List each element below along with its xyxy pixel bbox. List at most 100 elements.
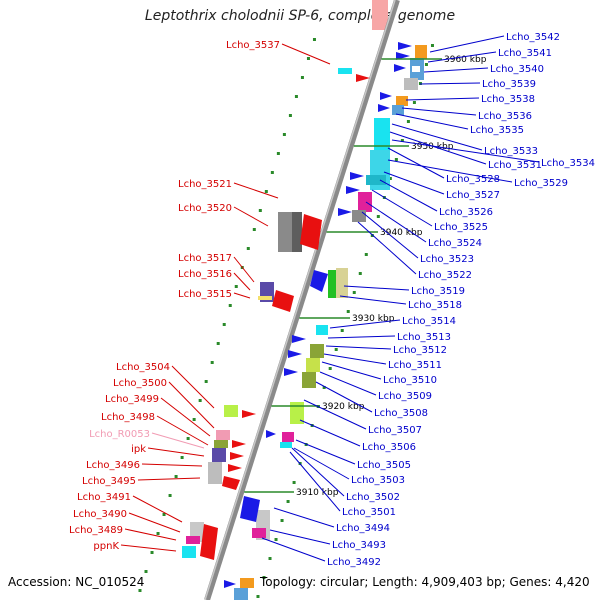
feature-arrow xyxy=(224,580,236,588)
gene-label[interactable]: Lcho_3531 xyxy=(488,160,542,171)
gene-label[interactable]: Lcho_3540 xyxy=(490,64,544,75)
gene-label[interactable]: ppnK xyxy=(93,541,119,552)
tick-dot xyxy=(256,595,260,598)
gene-label[interactable]: Lcho_3491 xyxy=(77,492,131,503)
gene-label[interactable]: Lcho_3516 xyxy=(178,269,232,280)
tick-dot xyxy=(258,209,262,212)
gene-label[interactable]: Lcho_3542 xyxy=(506,32,560,43)
label-leader xyxy=(291,447,345,497)
gene-label[interactable]: Lcho_3507 xyxy=(368,425,422,436)
tick-dot xyxy=(288,114,292,117)
gene-label[interactable]: Lcho_3523 xyxy=(420,254,474,265)
gene-label[interactable]: Lcho_3520 xyxy=(178,203,232,214)
gene-label[interactable]: Lcho_3522 xyxy=(418,270,472,281)
label-leader xyxy=(289,451,341,512)
tick-dot xyxy=(300,76,304,79)
label-leader xyxy=(329,319,401,329)
gene-label[interactable]: Lcho_3499 xyxy=(105,394,159,405)
gene-label[interactable]: Lcho_3513 xyxy=(397,332,451,343)
gene-label[interactable]: Lcho_3490 xyxy=(73,509,127,520)
gene-label[interactable]: Lcho_3506 xyxy=(362,442,416,453)
label-leader xyxy=(293,447,350,480)
gene-label[interactable]: Lcho_3541 xyxy=(498,48,552,59)
gene-label[interactable]: Lcho_3495 xyxy=(82,476,136,487)
topology-text: Topology: circular; Length: 4,909,403 bp… xyxy=(260,575,590,589)
label-leader xyxy=(261,537,326,562)
gene-label[interactable]: Lcho_3536 xyxy=(478,111,532,122)
gene-label[interactable]: Lcho_3511 xyxy=(388,360,442,371)
gene-label[interactable]: Lcho_3525 xyxy=(434,222,488,233)
label-leader xyxy=(391,123,483,151)
feature-arrow xyxy=(396,52,410,60)
gene-label[interactable]: Lcho_3500 xyxy=(113,378,167,389)
gene-label[interactable]: Lcho_3534 xyxy=(541,158,595,169)
label-leader xyxy=(429,35,505,53)
gene-label[interactable]: Lcho_3503 xyxy=(351,475,405,486)
gene-label[interactable]: Lcho_3494 xyxy=(336,523,390,534)
gene-label[interactable]: Lcho_3509 xyxy=(378,391,432,402)
gene-label[interactable]: Lcho_3514 xyxy=(402,316,456,327)
gene-label[interactable]: Lcho_3496 xyxy=(86,460,140,471)
gene-label[interactable]: Lcho_3533 xyxy=(484,146,538,157)
gene-label[interactable]: Lcho_3489 xyxy=(69,525,123,536)
label-leader xyxy=(343,285,410,291)
gene-label[interactable]: Lcho_3518 xyxy=(408,300,462,311)
genome-backbone xyxy=(204,0,400,600)
gene-label[interactable]: Lcho_3512 xyxy=(393,345,447,356)
feature-block xyxy=(412,66,420,72)
feature-arrow xyxy=(288,350,302,358)
gene-label[interactable]: Lcho_3519 xyxy=(411,286,465,297)
gene-label[interactable]: Lcho_3501 xyxy=(342,507,396,518)
gene-label[interactable]: Lcho_3524 xyxy=(428,238,482,249)
gene-label[interactable]: Lcho_3515 xyxy=(178,289,232,300)
label-leader xyxy=(391,139,540,163)
tick-dot xyxy=(234,285,238,288)
gene-label[interactable]: Lcho_3521 xyxy=(178,179,232,190)
gene-label[interactable]: Lcho_3493 xyxy=(332,540,386,551)
feature-block xyxy=(306,358,320,372)
gene-label[interactable]: Lcho_3517 xyxy=(178,253,232,264)
tick-dot xyxy=(352,291,356,294)
label-leader xyxy=(387,159,513,183)
gene-label[interactable]: Lcho_3539 xyxy=(482,79,536,90)
gene-label[interactable]: Lcho_3510 xyxy=(383,375,437,386)
gene-label[interactable]: Lcho_3527 xyxy=(446,190,500,201)
gene-label[interactable]: ipk xyxy=(131,444,146,455)
tick-dot xyxy=(306,57,310,60)
gene-label[interactable]: Lcho_3526 xyxy=(439,207,493,218)
tick-dot xyxy=(138,589,142,592)
feature-arrow xyxy=(200,524,218,560)
gene-label[interactable]: Lcho_3508 xyxy=(374,408,428,419)
gene-label[interactable]: Lcho_3535 xyxy=(470,125,524,136)
label-leader xyxy=(323,353,387,365)
gene-label[interactable]: Lcho_3492 xyxy=(327,557,381,568)
tick-dot xyxy=(262,576,266,579)
right-gene-labels: Lcho_3542Lcho_3541Lcho_3540Lcho_3539Lcho… xyxy=(261,32,595,568)
label-leader xyxy=(233,206,269,227)
tick-dot xyxy=(328,367,332,370)
label-leader xyxy=(315,381,373,413)
feature-block xyxy=(338,68,352,74)
scale-label: 3910 kbp xyxy=(296,488,339,498)
gene-label[interactable]: Lcho_R0053 xyxy=(89,429,150,440)
gene-label[interactable]: Lcho_3537 xyxy=(226,40,280,51)
label-leader xyxy=(401,107,477,116)
gene-label[interactable]: Lcho_3538 xyxy=(481,94,535,105)
gene-label[interactable]: Lcho_3502 xyxy=(346,492,400,503)
tick-dot xyxy=(388,177,392,180)
feature-block xyxy=(358,192,372,212)
gene-label[interactable]: Lcho_3528 xyxy=(446,174,500,185)
gene-label[interactable]: Lcho_3498 xyxy=(101,412,155,423)
feature-arrow xyxy=(242,410,256,418)
gene-label[interactable]: Lcho_3504 xyxy=(116,362,170,373)
feature-block xyxy=(214,440,228,448)
feature-block xyxy=(216,430,230,440)
gene-label[interactable]: Lcho_3505 xyxy=(357,460,411,471)
gene-label[interactable]: Lcho_3529 xyxy=(514,178,568,189)
label-leader xyxy=(233,272,251,291)
feature-block xyxy=(404,78,418,90)
tick-dot xyxy=(430,44,434,47)
feature-block xyxy=(302,372,316,388)
